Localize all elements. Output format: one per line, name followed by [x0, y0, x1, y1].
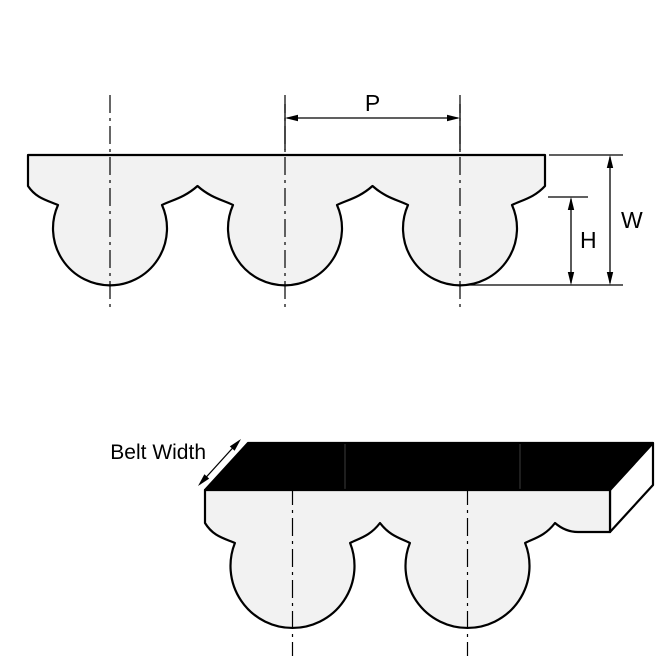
belt-profile-shape: [26, 153, 547, 287]
height-label: H: [580, 227, 597, 253]
pitch-arrowhead-right-icon: [447, 114, 460, 122]
pitch-dimension: P: [284, 90, 461, 150]
width-arrowhead-down-icon: [606, 272, 614, 285]
belt-width-label: Belt Width: [110, 441, 206, 464]
belt-3d-figure: Belt Width: [110, 439, 655, 656]
belt-3d-top-face: [203, 441, 655, 492]
height-arrowhead-up-icon: [567, 197, 575, 210]
pitch-label: P: [365, 90, 380, 116]
belt-3d-front-profile: [203, 488, 612, 629]
belt-width-dimension: Belt Width: [110, 439, 241, 486]
width-dimension: W: [468, 154, 643, 286]
width-label: W: [621, 207, 643, 233]
width-arrowhead-up-icon: [606, 155, 614, 168]
height-arrowhead-down-icon: [567, 272, 575, 285]
belt-profile-figure: P W H: [26, 90, 643, 312]
height-dimension: H: [548, 196, 597, 285]
pitch-arrowhead-left-icon: [285, 114, 298, 122]
belt-width-arrowhead-lower-icon: [198, 474, 210, 486]
belt-width-arrowhead-upper-icon: [229, 439, 241, 451]
